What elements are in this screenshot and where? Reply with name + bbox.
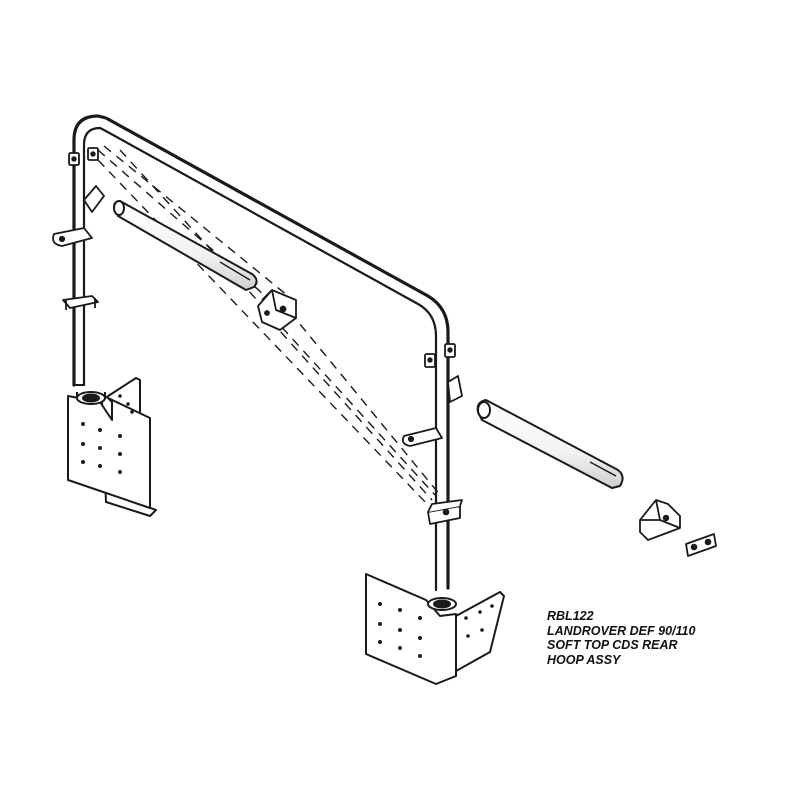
main-hoop: [72, 114, 450, 592]
part-caption: RBL122 LANDROVER DEF 90/110 SOFT TOP CDS…: [547, 609, 695, 667]
right-floor-plate: [365, 573, 505, 685]
left-leg-brackets: [52, 147, 105, 310]
part-number: RBL122: [547, 609, 594, 623]
upper-brace-tube: [113, 200, 258, 291]
loose-brace-tube: [476, 399, 624, 489]
part-description-line2: HOOP ASSY: [547, 652, 621, 667]
part-description-line1: SOFT TOP CDS REAR: [547, 638, 678, 652]
upper-hinge-bracket: [257, 289, 297, 331]
left-floor-plate: [67, 377, 157, 517]
right-leg-brackets: [401, 343, 463, 525]
loose-hinge-bracket: [639, 499, 681, 541]
right-plate-holes: [378, 602, 494, 658]
vehicle-model: LANDROVER DEF 90/110: [547, 623, 696, 638]
left-plate-holes: [81, 394, 134, 474]
loose-backing-plate: [685, 533, 717, 557]
stay-dashed-lines: [97, 145, 441, 506]
